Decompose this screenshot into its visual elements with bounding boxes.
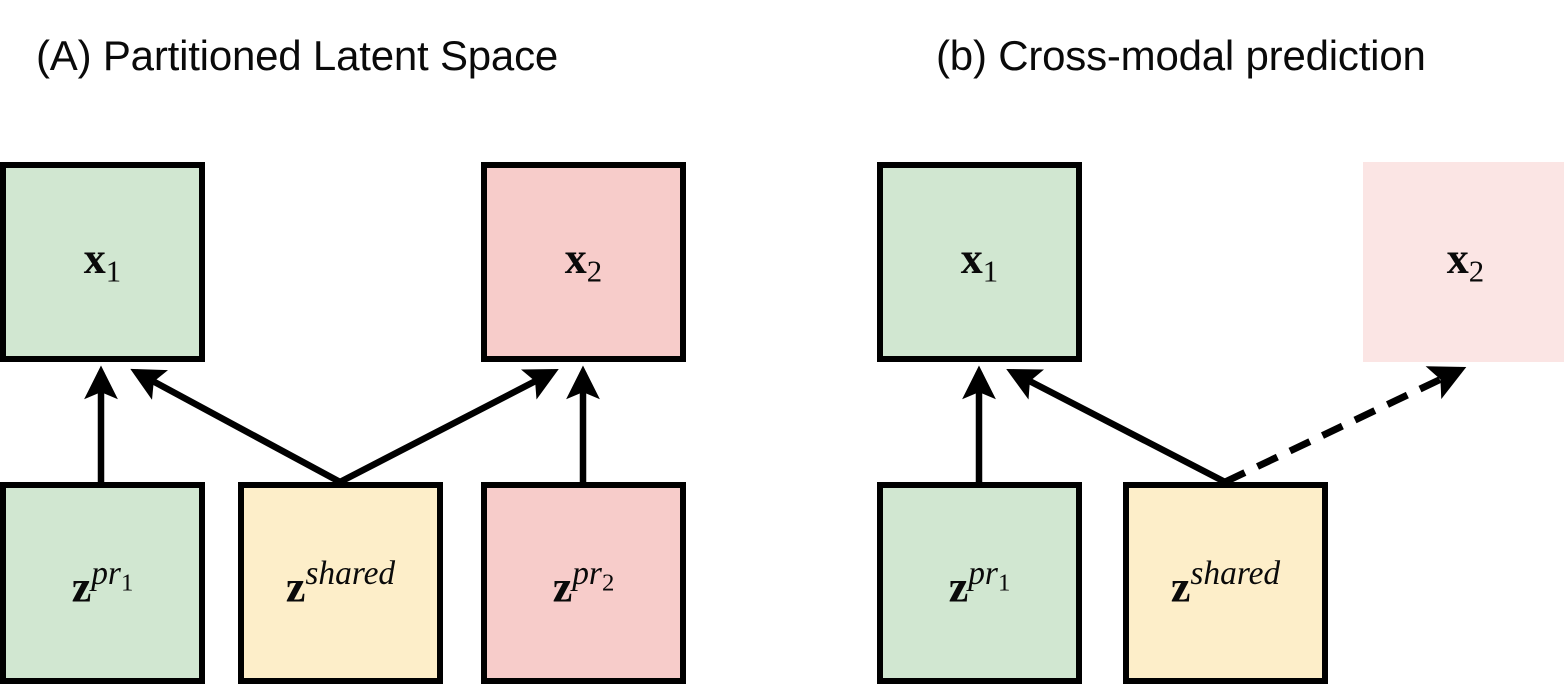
- node-z-shared-panel-a[interactable]: zshared: [238, 482, 443, 684]
- node-x1-panel-a[interactable]: x1: [0, 162, 205, 362]
- node-z-pr1-panel-b[interactable]: zpr1: [877, 482, 1082, 684]
- node-x2-panel-b[interactable]: x2: [1363, 162, 1564, 362]
- node-label-x1-b: x1: [960, 233, 999, 289]
- node-x2-panel-a[interactable]: x2: [481, 162, 686, 362]
- node-label-z-shared-a: zshared: [285, 554, 396, 612]
- panel-b-title: (b) Cross-modal prediction: [936, 32, 1426, 79]
- node-label-x1-a: x1: [83, 233, 122, 289]
- panel-a-title: (A) Partitioned Latent Space: [36, 32, 559, 79]
- edge-zshared-to-x2-panel-b-dashed: [1223, 366, 1467, 486]
- node-label-z-shared-b: zshared: [1170, 554, 1281, 612]
- node-z-pr2-panel-a[interactable]: zpr2: [481, 482, 686, 684]
- edge-zshared-to-x2-panel-a: [338, 369, 559, 485]
- node-label-x2-a: x2: [564, 233, 603, 289]
- node-z-shared-panel-b[interactable]: zshared: [1123, 482, 1328, 684]
- node-label-z-pr1-b: zpr1: [948, 554, 1011, 612]
- edge-zshared-to-x1-panel-a: [130, 368, 342, 485]
- node-label-x2-b: x2: [1446, 233, 1485, 289]
- node-label-z-pr1-a: zpr1: [71, 554, 134, 612]
- edge-zshared-to-x1-panel-b: [1006, 369, 1227, 485]
- node-label-z-pr2-a: zpr2: [552, 554, 615, 612]
- node-z-pr1-panel-a[interactable]: zpr1: [0, 482, 205, 684]
- node-x1-panel-b[interactable]: x1: [877, 162, 1082, 362]
